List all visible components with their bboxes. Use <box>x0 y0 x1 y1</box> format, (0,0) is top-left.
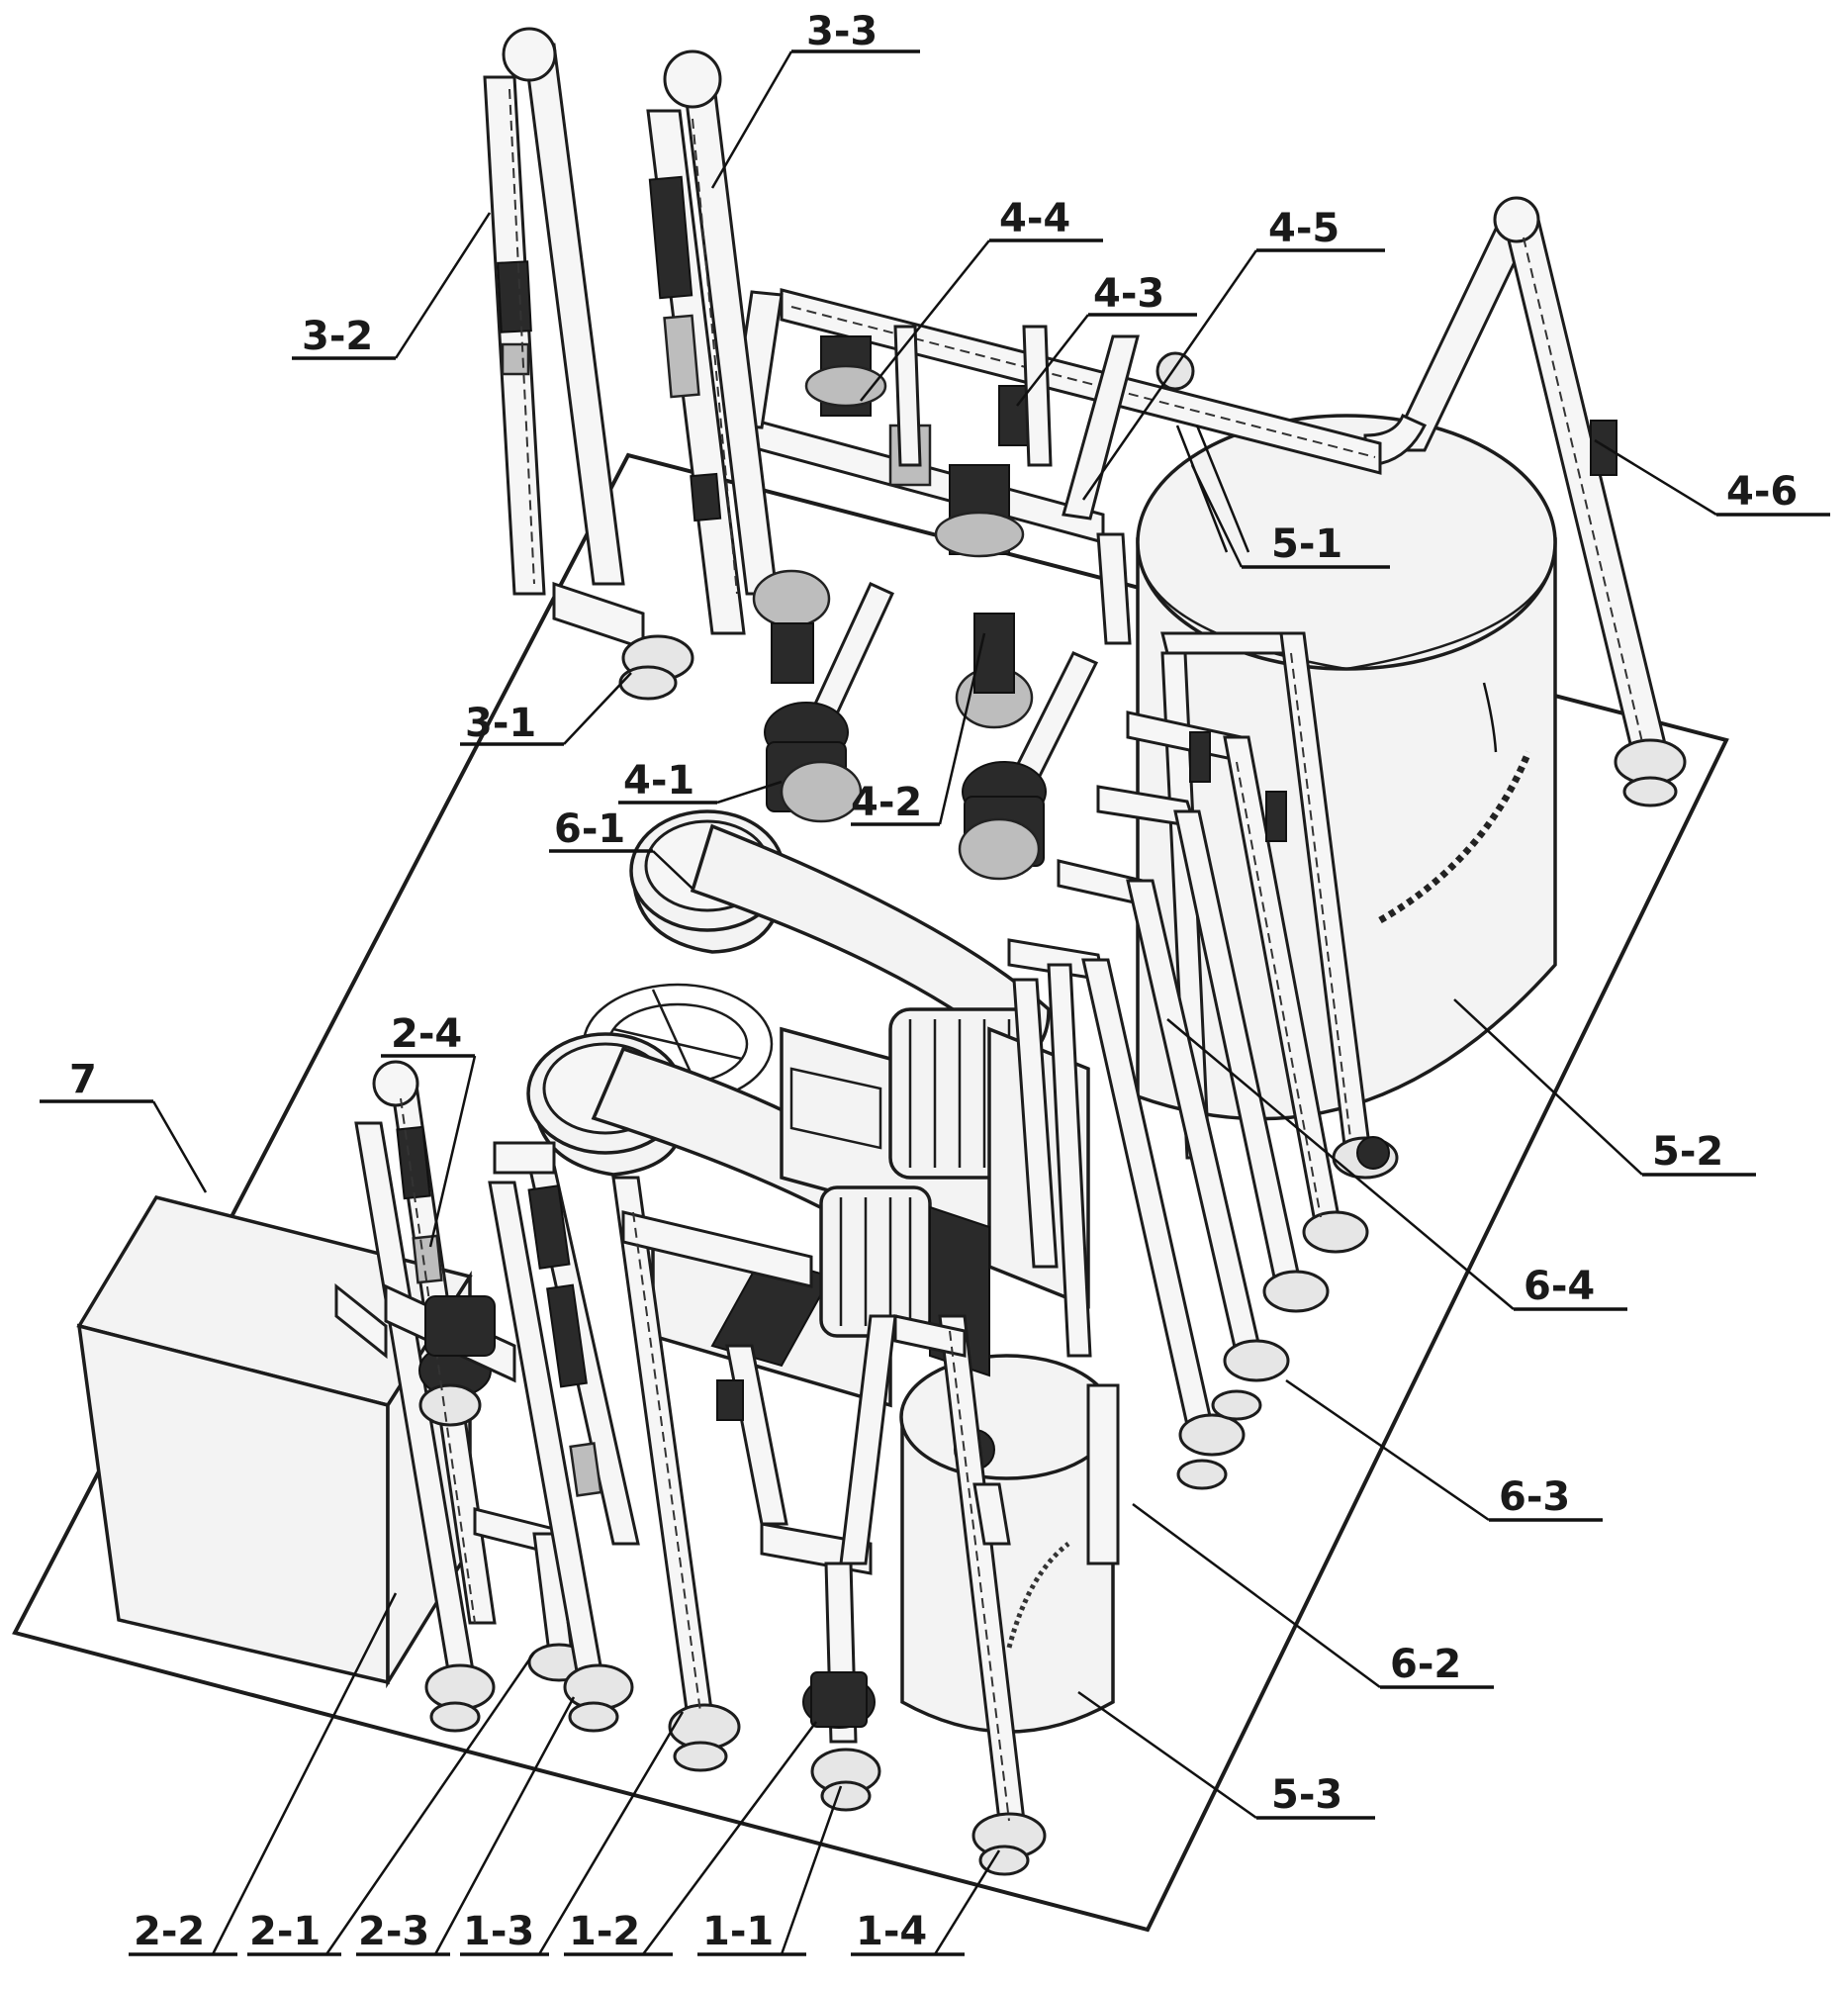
label-1-2: 1-2 <box>569 1909 640 1954</box>
label-5-2: 5-2 <box>1652 1129 1723 1175</box>
label-4-4: 4-4 <box>999 196 1070 241</box>
tank-5-2 <box>1136 414 1557 1121</box>
pipe-1-2 <box>716 1344 881 1812</box>
label-3-3: 3-3 <box>806 9 878 54</box>
valve-cluster-4-3-4-4 <box>804 325 1053 558</box>
label-1-3: 1-3 <box>463 1909 534 1954</box>
label-6-1: 6-1 <box>554 806 625 852</box>
label-2-1: 2-1 <box>249 1909 321 1954</box>
label-5-1: 5-1 <box>1271 521 1342 567</box>
label-3-1: 3-1 <box>465 701 536 746</box>
pipe-2-3 <box>488 1141 640 1733</box>
label-2-2: 2-2 <box>134 1909 205 1954</box>
label-5-3: 5-3 <box>1271 1772 1342 1818</box>
label-1-4: 1-4 <box>856 1909 927 1954</box>
label-4-1: 4-1 <box>623 758 694 804</box>
label-4-2: 4-2 <box>851 780 922 825</box>
label-3-2: 3-2 <box>302 314 373 359</box>
label-6-4: 6-4 <box>1524 1264 1595 1309</box>
pipe-bank-right <box>1007 631 1399 1490</box>
label-4-5: 4-5 <box>1268 206 1340 251</box>
pipe-loop-4-6 <box>1363 196 1687 807</box>
label-2-3: 2-3 <box>358 1909 429 1954</box>
label-7: 7 <box>69 1057 97 1102</box>
pump-4-1 <box>752 569 894 823</box>
label-4-6: 4-6 <box>1726 469 1798 515</box>
part-labels: 3-3 3-2 3-1 4-4 4-5 4-3 4-6 5-1 4-1 4-2 … <box>69 9 1798 1954</box>
label-4-3: 4-3 <box>1093 271 1164 317</box>
label-1-1: 1-1 <box>702 1909 774 1954</box>
label-2-4: 2-4 <box>391 1011 462 1057</box>
pipe-3-3 <box>646 49 779 635</box>
pipe-1-4 <box>839 1314 1047 1876</box>
pipe-1-3 <box>611 1176 813 1772</box>
label-6-2: 6-2 <box>1390 1642 1461 1687</box>
pipe-3-2 <box>483 27 694 701</box>
pump-4-2 <box>955 613 1099 881</box>
pipe-2-2 <box>334 1282 516 1383</box>
leader-lines <box>40 49 1830 1956</box>
label-6-3: 6-3 <box>1499 1474 1570 1520</box>
